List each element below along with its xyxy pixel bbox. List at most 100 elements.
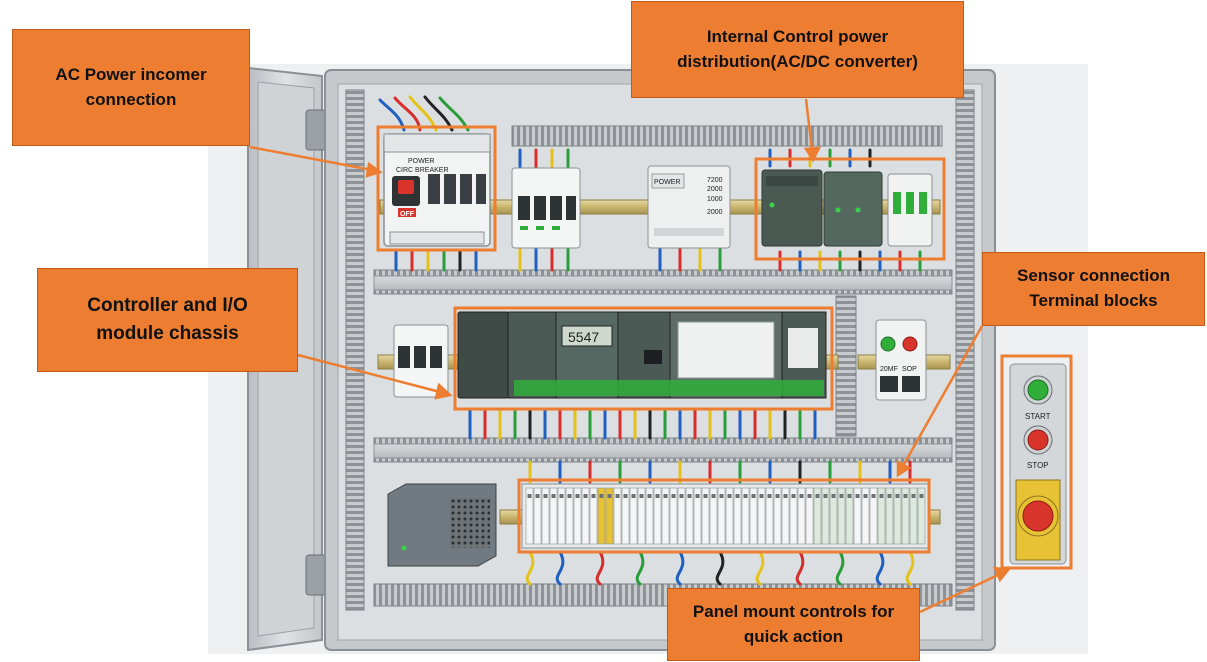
terminal-screw xyxy=(655,494,660,498)
terminal-block xyxy=(541,487,550,545)
terminal-screw xyxy=(743,494,748,498)
terminal-block xyxy=(805,487,814,545)
terminal-block xyxy=(637,487,646,545)
terminal-block xyxy=(717,487,726,545)
callout-ac-power-incomer: AC Power incomer connection xyxy=(12,29,250,146)
terminal-screw xyxy=(735,494,740,498)
start-label: START xyxy=(1025,412,1051,421)
terminal-screw xyxy=(559,494,564,498)
terminal-screw xyxy=(815,494,820,498)
terminal-block xyxy=(661,487,670,545)
terminal-screw xyxy=(903,494,908,498)
terminal-screw xyxy=(839,494,844,498)
terminal-block xyxy=(917,487,926,545)
terminal-screw xyxy=(679,494,684,498)
terminal-block xyxy=(885,487,894,545)
terminal-screw xyxy=(879,494,884,498)
terminal-screw xyxy=(687,494,692,498)
terminal-screw xyxy=(695,494,700,498)
terminal-screw xyxy=(535,494,540,498)
highlight-frames xyxy=(376,125,1073,570)
terminal-block xyxy=(605,487,614,545)
breaker-label-1: POWER xyxy=(408,158,434,165)
terminal-block xyxy=(613,487,622,545)
relay-label-left: 20MF xyxy=(880,366,898,373)
highlight-controller xyxy=(453,306,834,411)
power-supply-unit: POWER 7200 2000 1000 2000 xyxy=(647,165,731,249)
control-breakers xyxy=(393,324,449,398)
plc-chassis: 5547 xyxy=(457,311,827,399)
callout-panel-mount-controls: Panel mount controls for quick action xyxy=(667,588,920,661)
terminal-block xyxy=(565,487,574,545)
terminal-block xyxy=(581,487,590,545)
terminal-screw xyxy=(647,494,652,498)
terminal-screw xyxy=(895,494,900,498)
terminal-block xyxy=(837,487,846,545)
terminal-block xyxy=(845,487,854,545)
terminal-block xyxy=(749,487,758,545)
highlight-panel-controls xyxy=(1000,354,1073,570)
terminal-screw xyxy=(671,494,676,498)
terminal-block xyxy=(549,487,558,545)
relay-block: 20MF SOP xyxy=(875,319,927,401)
psu-val-2: 2000 xyxy=(707,186,723,193)
psu-header: POWER xyxy=(654,179,680,186)
terminal-screw xyxy=(583,494,588,498)
terminal-block xyxy=(797,487,806,545)
relay-label-right: SOP xyxy=(902,366,917,373)
terminal-screw xyxy=(823,494,828,498)
terminal-block xyxy=(573,487,582,545)
terminal-block xyxy=(893,487,902,545)
start-button xyxy=(1027,379,1049,401)
emergency-stop-button xyxy=(1022,500,1054,532)
terminal-block xyxy=(861,487,870,545)
terminal-screw xyxy=(783,494,788,498)
main-circuit-breaker: POWER CIRC BREAKER OFF xyxy=(383,133,491,247)
terminal-screw xyxy=(703,494,708,498)
terminal-screw xyxy=(719,494,724,498)
terminal-screw xyxy=(623,494,628,498)
terminal-screw xyxy=(759,494,764,498)
terminal-screw xyxy=(607,494,612,498)
psu-val-3: 1000 xyxy=(707,196,723,203)
terminal-screw xyxy=(871,494,876,498)
psu-val-4: 2000 xyxy=(707,209,723,216)
terminal-block xyxy=(781,487,790,545)
terminal-block xyxy=(621,487,630,545)
terminal-screw xyxy=(767,494,772,498)
terminal-block xyxy=(533,487,542,545)
io-enclosure-box xyxy=(387,483,497,567)
terminal-screw xyxy=(575,494,580,498)
terminal-block xyxy=(725,487,734,545)
callout-sensor-terminal-blocks: Sensor connection Terminal blocks xyxy=(982,252,1205,326)
terminal-screw xyxy=(631,494,636,498)
highlight-power-distribution xyxy=(754,157,946,261)
terminal-screw xyxy=(551,494,556,498)
callout-internal-power-distribution: Internal Control power distribution(AC/D… xyxy=(631,1,964,98)
terminal-block xyxy=(789,487,798,545)
terminal-block xyxy=(525,487,534,545)
breaker-off-label: OFF xyxy=(400,211,415,218)
stop-label: STOP xyxy=(1027,461,1049,470)
terminal-block xyxy=(733,487,742,545)
terminal-block xyxy=(869,487,878,545)
terminal-block xyxy=(701,487,710,545)
terminal-screw xyxy=(791,494,796,498)
terminal-block xyxy=(765,487,774,545)
terminal-screw xyxy=(799,494,804,498)
terminal-block xyxy=(821,487,830,545)
callout-controller-io-chassis: Controller and I/O module chassis xyxy=(37,268,298,372)
terminal-block xyxy=(629,487,638,545)
terminal-block xyxy=(757,487,766,545)
terminal-screw xyxy=(911,494,916,498)
terminal-screw xyxy=(639,494,644,498)
terminal-screw xyxy=(887,494,892,498)
plc-display: 5547 xyxy=(568,329,599,345)
terminal-screw xyxy=(591,494,596,498)
terminal-screw xyxy=(599,494,604,498)
terminal-block xyxy=(677,487,686,545)
highlight-terminal-blocks xyxy=(517,478,931,554)
push-button-station: START STOP xyxy=(1009,363,1067,565)
callout-arrows xyxy=(249,98,1011,614)
